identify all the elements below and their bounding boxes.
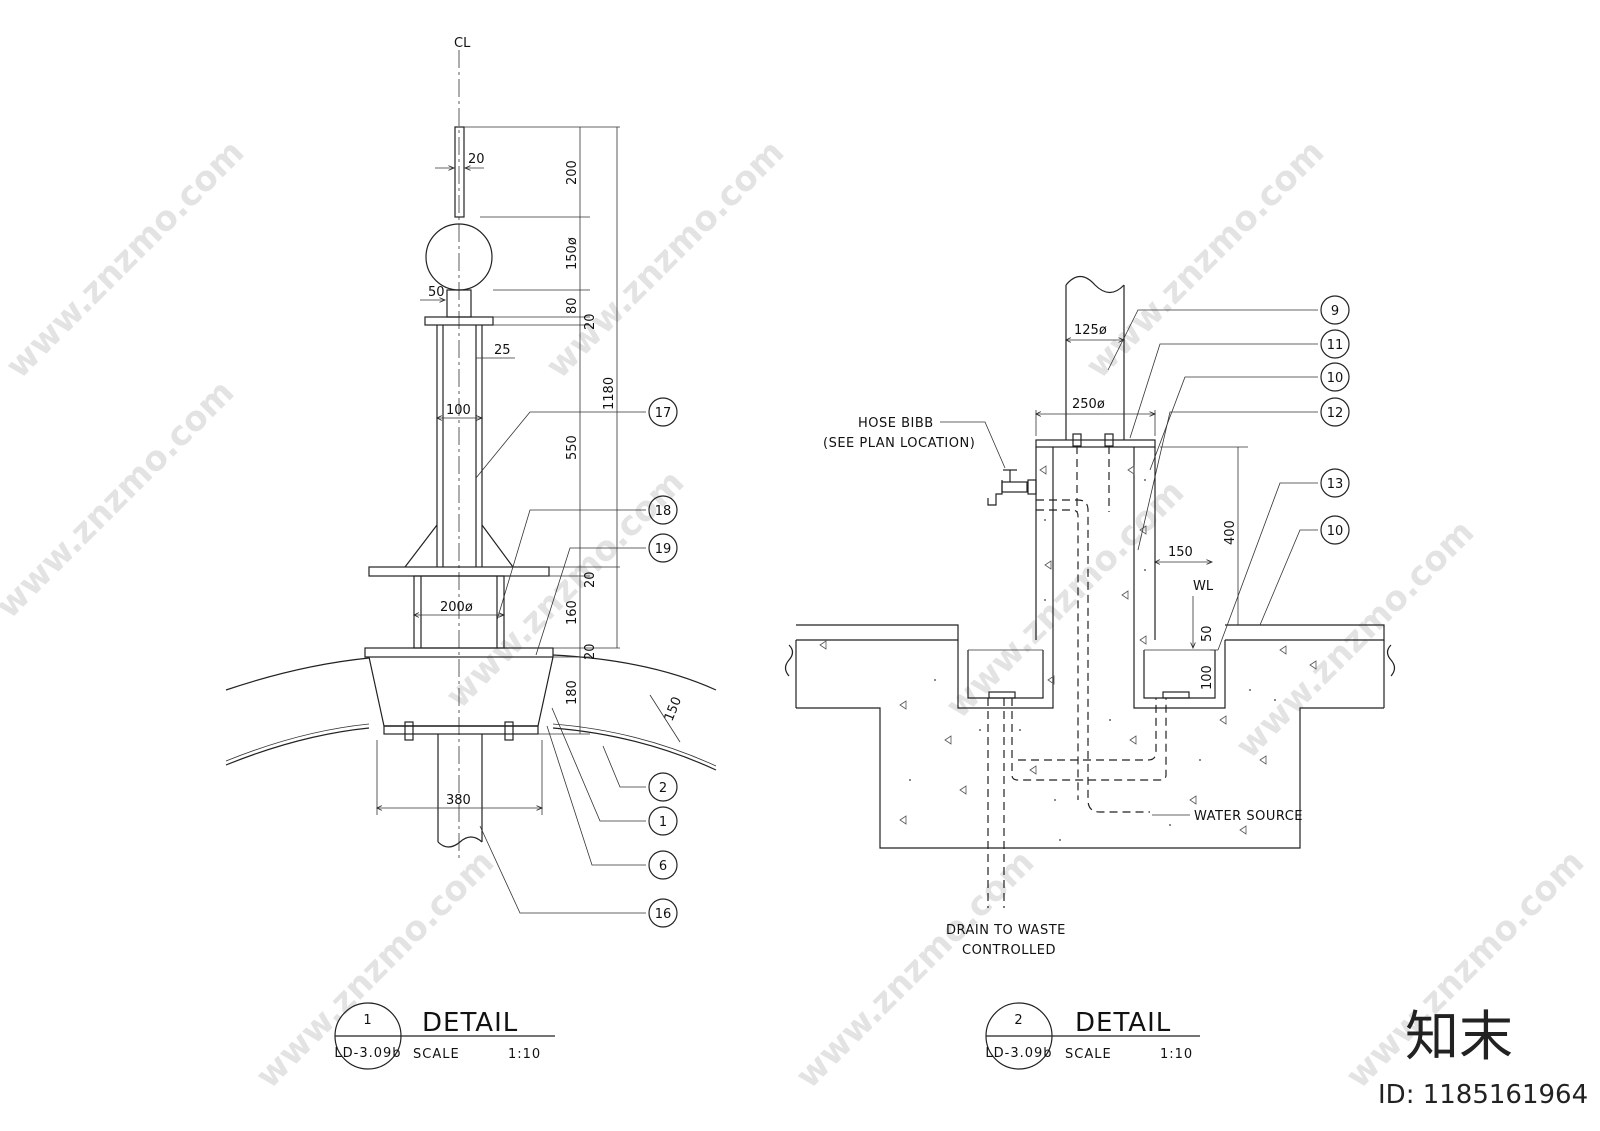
note-drain-2: CONTROLLED [962,943,1056,958]
watermark-layer: www.znzmo.com www.znzmo.com www.znzmo.co… [0,132,1592,1096]
note-drain-1: DRAIN TO WASTE [946,923,1066,938]
detail-1-scale-label: SCALE [413,1047,460,1062]
watermark: www.znzmo.com [1078,132,1332,386]
callout-2: 2 [659,781,667,796]
callout-10: 10 [1327,371,1344,386]
callout-12: 12 [1327,406,1344,421]
callout-11: 11 [1327,338,1344,353]
callout-17: 17 [655,406,672,421]
detail-2-leaders [1107,309,1318,651]
dim-collar-height: 160 [565,600,580,625]
callout-bubble [648,397,678,427]
callout-1: 1 [659,815,667,830]
detail-1-sheet-ref: LD-3.09b [334,1046,401,1061]
detail-2-callouts: 9 11 10 12 13 10 [1320,295,1350,545]
callout-9: 9 [1331,304,1339,319]
dim-tube-thickness: 25 [494,343,511,358]
callout-bubble [1320,515,1350,545]
dim-depth-2: 100 [1200,665,1215,690]
dim-pedestal: 250ø [1072,397,1105,412]
callout-16: 16 [655,907,672,922]
dim-rod-width: 20 [468,152,485,167]
detail-1-number: 1 [363,1013,372,1028]
detail-1-title-block: 1 LD-3.09b DETAIL SCALE 1:10 [334,1002,555,1070]
detail-1-leaders [475,411,646,914]
dim-plate-mid: 20 [583,571,598,588]
dim-sphere: 150ø [565,237,580,270]
callout-bubble [648,533,678,563]
callout-13: 13 [1327,477,1344,492]
callout-bubble [1320,295,1350,325]
dim-height: 400 [1223,520,1238,545]
note-water-source: WATER SOURCE [1194,809,1303,824]
brand-id: ID: 1185161964 [1378,1080,1588,1110]
note-hose-bibb: HOSE BIBB [858,416,934,431]
dim-column: 125ø [1074,323,1107,338]
callout-bubble [648,772,678,802]
dim-tube-height: 550 [565,435,580,460]
dim-neck: 80 [565,297,580,314]
detail-2-scale-label: SCALE [1065,1047,1112,1062]
note-see-plan: (SEE PLAN LOCATION) [823,436,975,451]
dim-tube-width: 100 [446,403,471,418]
brand-stamp: 知末 ID: 1185161964 [1378,1005,1588,1110]
detail-1-drawing: CL [225,36,717,914]
dim-overall: 1180 [602,377,617,410]
callout-bubble [1320,329,1350,359]
callout-bubble [1320,468,1350,498]
watermark: www.znzmo.com [0,372,242,626]
detail-1-callouts: 17 18 19 2 1 6 16 [648,397,678,928]
dim-base-height: 180 [565,680,580,705]
callout-bubble [648,495,678,525]
dim-rim: 20 [583,643,598,660]
callout-10b: 10 [1327,524,1344,539]
dim-plate-top: 20 [583,313,598,330]
detail-1-scale: 1:10 [508,1047,541,1062]
dim-depth-1: 50 [1200,625,1215,642]
water-level-label: WL [1193,579,1214,594]
dim-offset: 150 [1168,545,1193,560]
detail-2-sheet-ref: LD-3.09b [985,1046,1052,1061]
callout-bubble [648,850,678,880]
concrete-stipple [909,479,1276,841]
detail-2-title-block: 2 LD-3.09b DETAIL SCALE 1:10 [985,1002,1200,1070]
callout-19: 19 [655,542,672,557]
callout-18: 18 [655,504,672,519]
detail-2-number: 2 [1014,1013,1023,1028]
watermark: www.znzmo.com [0,132,252,386]
callout-bubble [648,898,678,928]
callout-bubble [648,806,678,836]
dim-rod-height: 200 [565,160,580,185]
dim-collar: 200ø [440,600,473,615]
watermark: www.znzmo.com [1228,512,1482,766]
detail-2-scale: 1:10 [1160,1047,1193,1062]
brand-logo: 知末 [1405,1005,1513,1068]
dim-base-width: 380 [446,793,471,808]
detail-1-dimensions: 20 200 150ø 80 20 550 1180 20 160 20 180 [377,126,685,815]
detail-2-drawing: 125ø 250ø 400 150 WL 50 100 HOSE BIBB (S… [784,275,1396,958]
dim-neck-width: 50 [428,285,445,300]
callout-6: 6 [659,859,667,874]
centerline-label: CL [454,36,471,51]
callout-bubble [1320,397,1350,427]
detail-2-title: DETAIL [1075,1008,1171,1038]
concrete-hatch [819,465,1317,835]
dim-slab: 150 [662,695,685,724]
detail-1-title: DETAIL [422,1008,518,1038]
detail-2-dimensions: 125ø 250ø 400 150 WL 50 100 [1036,323,1248,690]
callout-bubble [1320,362,1350,392]
